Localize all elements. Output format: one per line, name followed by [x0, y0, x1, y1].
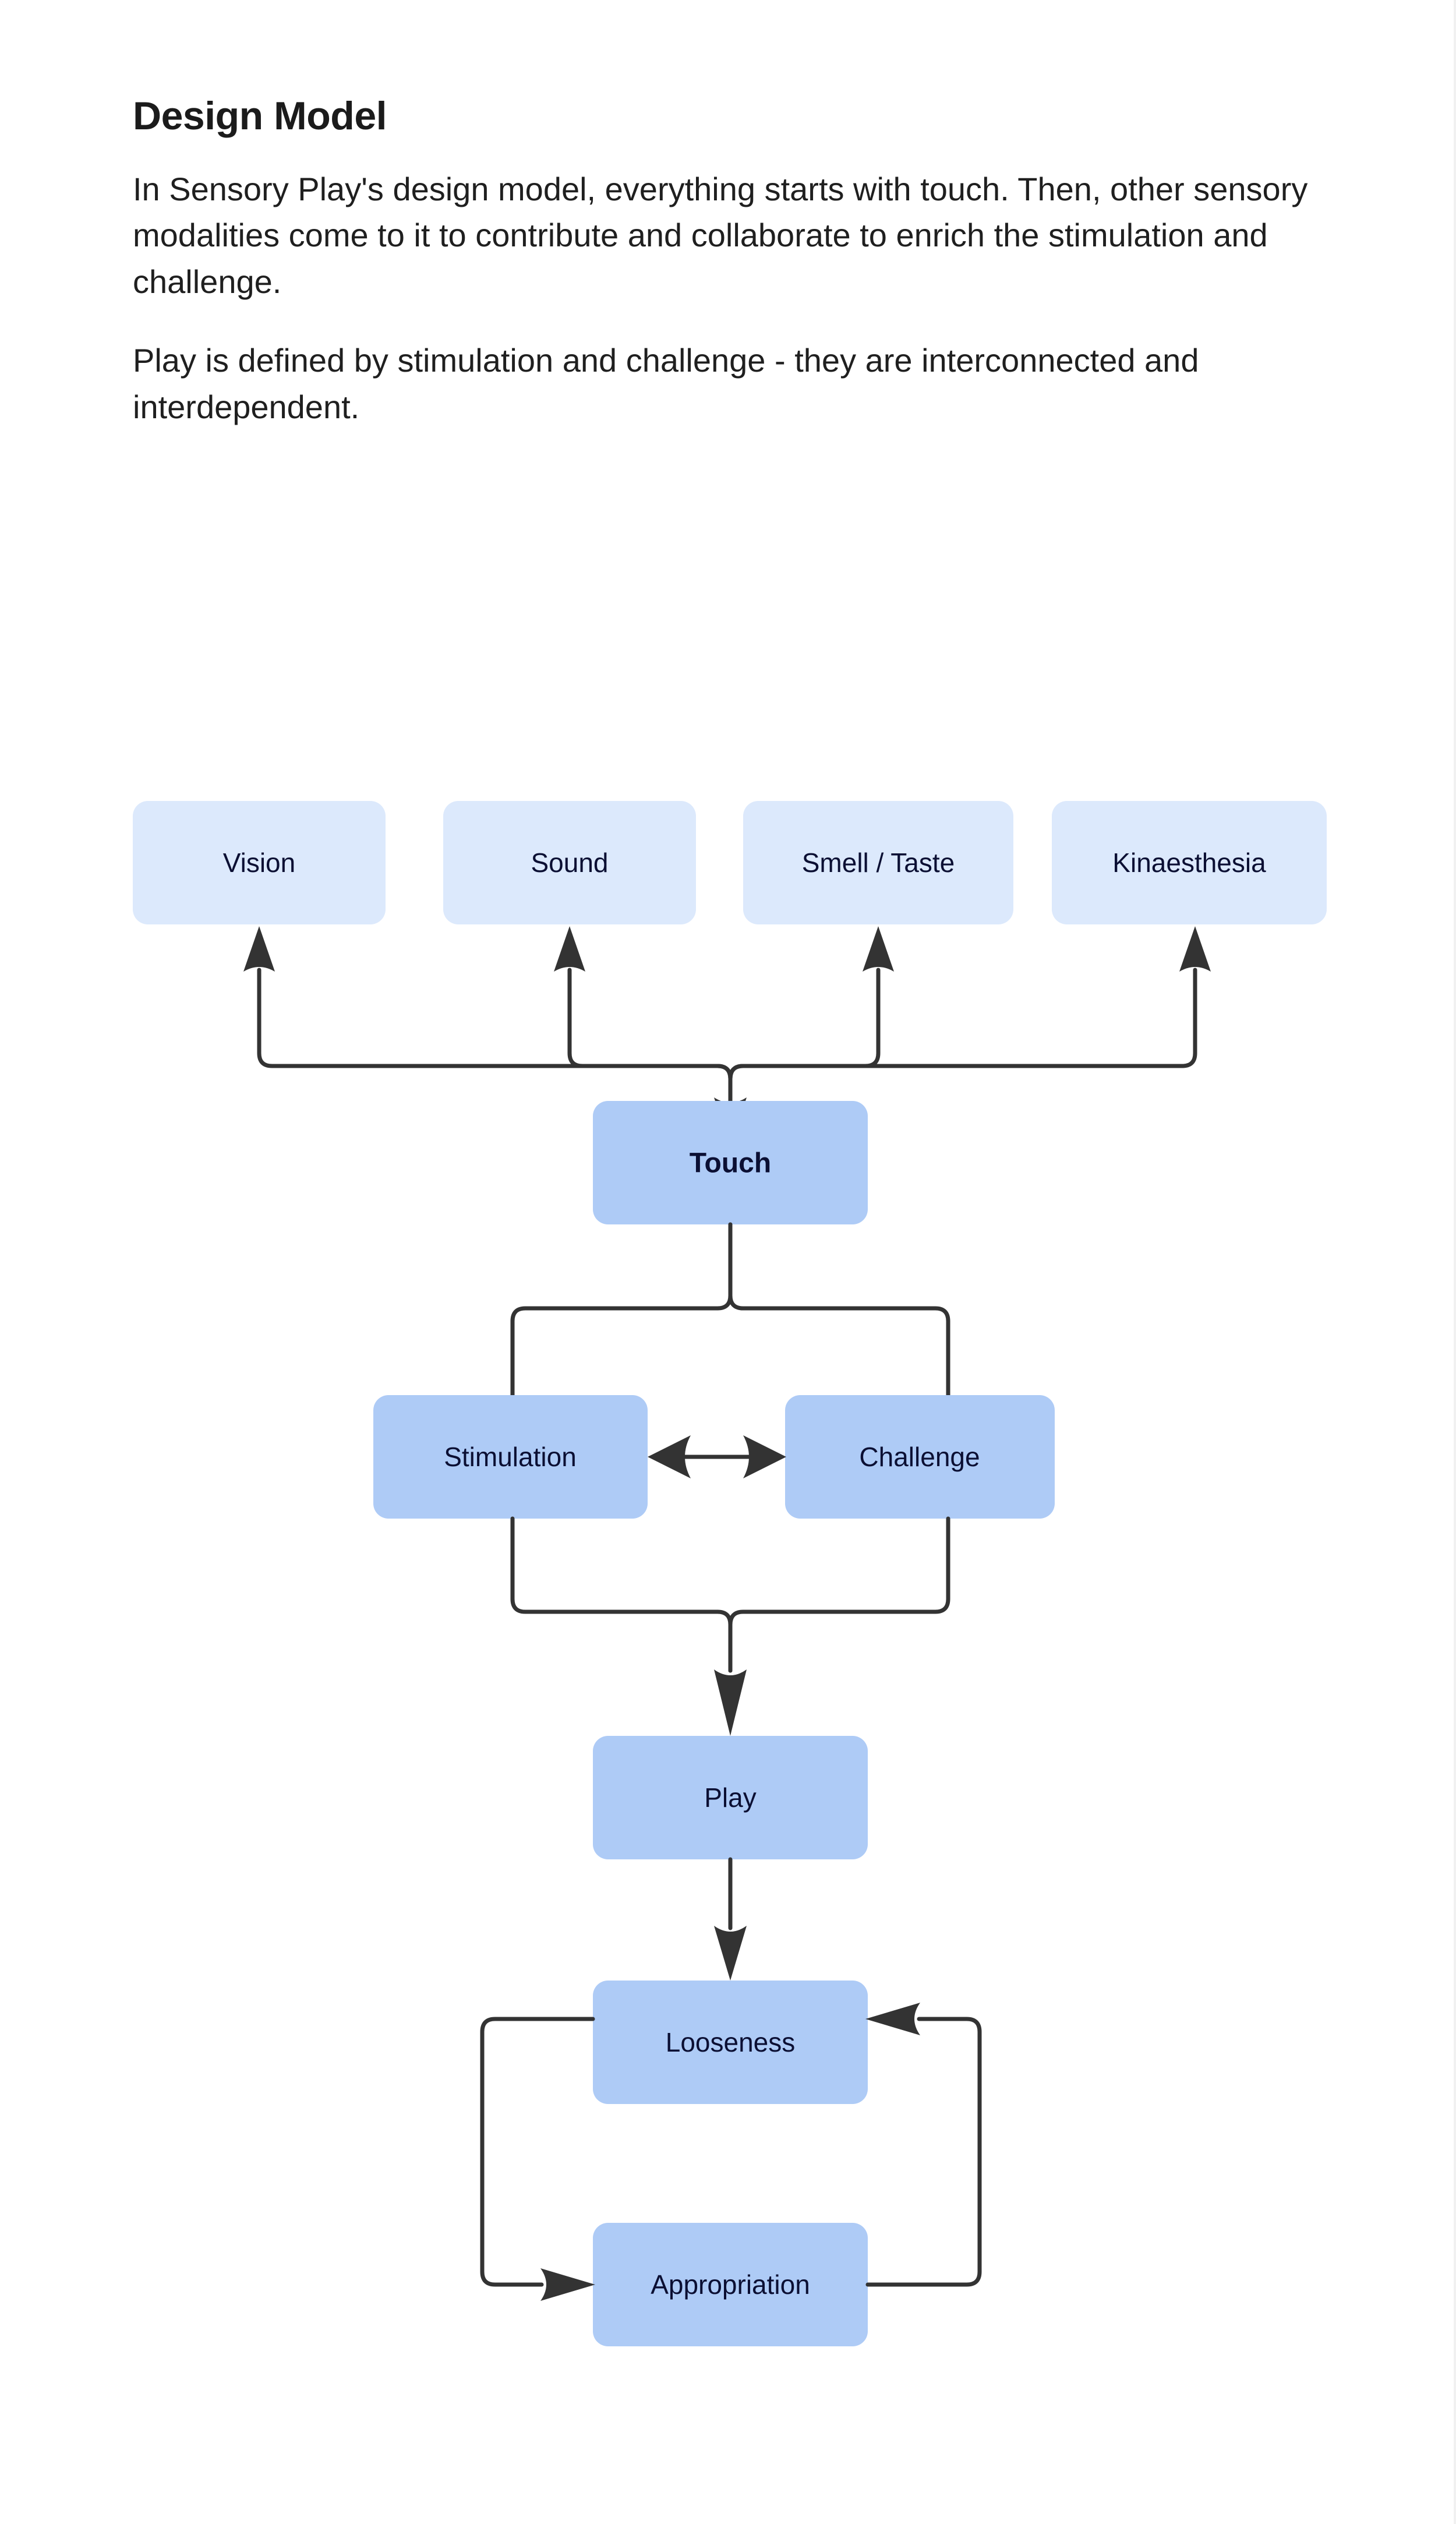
node-touch[interactable]: Touch	[593, 1101, 868, 1224]
node-stimulation-rect[interactable]	[373, 1395, 648, 1519]
node-vision-label: Vision	[223, 848, 295, 878]
definition-paragraph: Play is defined by stimulation and chall…	[133, 342, 1199, 425]
node-vision[interactable]: Vision	[133, 801, 386, 924]
arrowhead-sound-icon	[554, 926, 585, 972]
node-kinaesthesia-rect[interactable]	[1052, 801, 1327, 924]
arrowhead-looseness-icon	[714, 1926, 747, 1981]
node-smell-taste[interactable]: Smell / Taste	[743, 801, 1013, 924]
node-play-rect[interactable]	[593, 1736, 868, 1859]
edge-looseness-appropriation-line	[480, 2017, 595, 2287]
arrowhead-play-icon	[714, 1669, 747, 1736]
arrowhead-looseness-return-icon	[865, 2003, 920, 2035]
article-content: Design Model In Sensory Play's design mo…	[133, 0, 1333, 430]
edge-looseness-to-appropriation	[480, 2017, 595, 2301]
arrowhead-appropriation-icon	[540, 2268, 595, 2301]
node-kinaesthesia-label: Kinaesthesia	[1112, 848, 1266, 878]
node-touch-label: Touch	[690, 1148, 771, 1179]
node-smell-taste-rect[interactable]	[743, 801, 1013, 924]
node-vision-rect[interactable]	[133, 801, 386, 924]
node-play-label: Play	[704, 1782, 756, 1813]
arrowhead-smell-taste-icon	[863, 926, 894, 972]
node-appropriation-label: Appropriation	[651, 2269, 810, 2300]
node-play[interactable]: Play	[593, 1736, 868, 1859]
edge-challenge-to-play	[728, 1516, 950, 1673]
node-sound-label: Sound	[531, 848, 608, 878]
node-touch-rect[interactable]	[593, 1101, 868, 1224]
edge-touch-to-smell-taste	[728, 968, 881, 1103]
node-appropriation-rect[interactable]	[593, 2223, 868, 2346]
node-looseness[interactable]: Looseness	[593, 1981, 868, 2104]
sensory-row: Vision Sound Smell / Taste Kinaesthesia	[133, 801, 1327, 924]
arrowhead-right-icon	[743, 1435, 786, 1478]
node-looseness-label: Looseness	[666, 2027, 796, 2057]
node-smell-taste-label: Smell / Taste	[802, 848, 955, 878]
node-sound-rect[interactable]	[443, 801, 696, 924]
edge-touch-to-challenge	[728, 1222, 950, 1397]
design-model-diagram: Vision Sound Smell / Taste Kinaesthesia	[0, 751, 1456, 2524]
edge-touch-to-vision	[257, 968, 733, 1103]
arrowhead-left-icon	[648, 1435, 691, 1478]
page-title: Design Model	[133, 94, 387, 138]
edge-touch-to-stimulation	[510, 1222, 733, 1397]
edge-appropriation-looseness-line	[865, 2017, 982, 2287]
edge-appropriation-to-looseness	[865, 2003, 982, 2287]
edge-pair-to-play-group	[510, 1516, 950, 1736]
node-stimulation-label: Stimulation	[444, 1442, 577, 1472]
node-challenge-rect[interactable]	[785, 1395, 1055, 1519]
node-appropriation[interactable]: Appropriation	[593, 2223, 868, 2346]
arrowhead-vision-icon	[243, 926, 275, 972]
node-looseness-rect[interactable]	[593, 1981, 868, 2104]
node-challenge-label: Challenge	[859, 1442, 980, 1472]
node-sound[interactable]: Sound	[443, 801, 696, 924]
arrowhead-kinaesthesia-icon	[1179, 926, 1211, 972]
edge-touch-to-pair-group	[510, 1222, 950, 1397]
edge-stimulation-challenge-bidirectional	[648, 1435, 786, 1478]
edge-touch-to-sound	[567, 968, 733, 1103]
node-stimulation[interactable]: Stimulation	[373, 1395, 648, 1519]
edge-stimulation-to-play	[510, 1516, 733, 1673]
intro-paragraph: In Sensory Play's design model, everythi…	[133, 170, 1308, 300]
edge-play-to-looseness	[714, 1857, 747, 1981]
node-kinaesthesia[interactable]: Kinaesthesia	[1052, 801, 1327, 924]
edge-touch-to-kinaesthesia	[728, 968, 1197, 1103]
node-challenge[interactable]: Challenge	[785, 1395, 1055, 1519]
